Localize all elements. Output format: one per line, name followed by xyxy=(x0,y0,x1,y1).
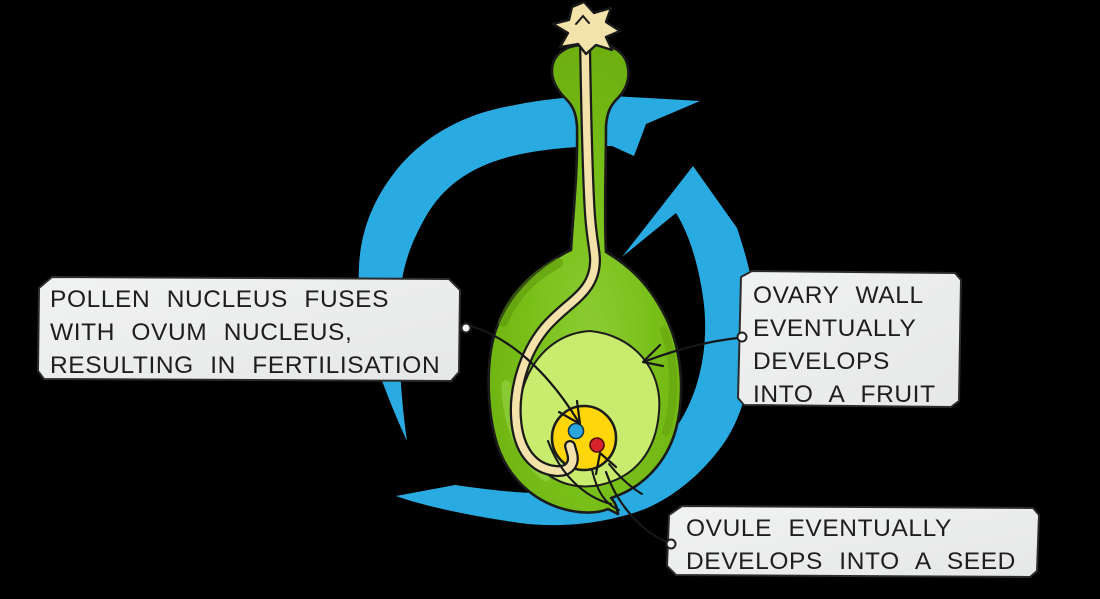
embryo-sac xyxy=(550,404,618,472)
label-pollen-fusion: POLLEN NUCLEUS FUSES WITH OVUM NUCLEUS, … xyxy=(50,286,441,379)
ovule-attachment-lines xyxy=(547,440,643,511)
cycle-arrow-top-icon xyxy=(358,96,700,441)
ovum-nucleus xyxy=(589,437,605,453)
pin-ovary-wall xyxy=(736,331,748,343)
annotation-arrows xyxy=(469,324,740,544)
ovary-shade-dark xyxy=(498,258,563,327)
label-box-fusion xyxy=(37,276,461,382)
pin-ovule xyxy=(665,538,677,550)
pollen-grain-mark xyxy=(575,14,590,25)
label-pins xyxy=(460,322,748,550)
label-box-ovary-wall xyxy=(737,270,962,408)
ovary-shade-right xyxy=(660,326,678,436)
label-ovary-wall: OVARY WALL EVENTUALLY DEVELOPS INTO A FR… xyxy=(753,282,936,408)
pollen-grain xyxy=(551,0,622,56)
pin-fusion xyxy=(460,322,472,334)
label-ovule-seed: OVULE EVENTUALLY DEVELOPS INTO A SEED xyxy=(686,515,1016,575)
label-box-ovule xyxy=(666,505,1040,578)
pollen-nucleus xyxy=(567,422,585,440)
pollen-tube xyxy=(511,40,599,475)
